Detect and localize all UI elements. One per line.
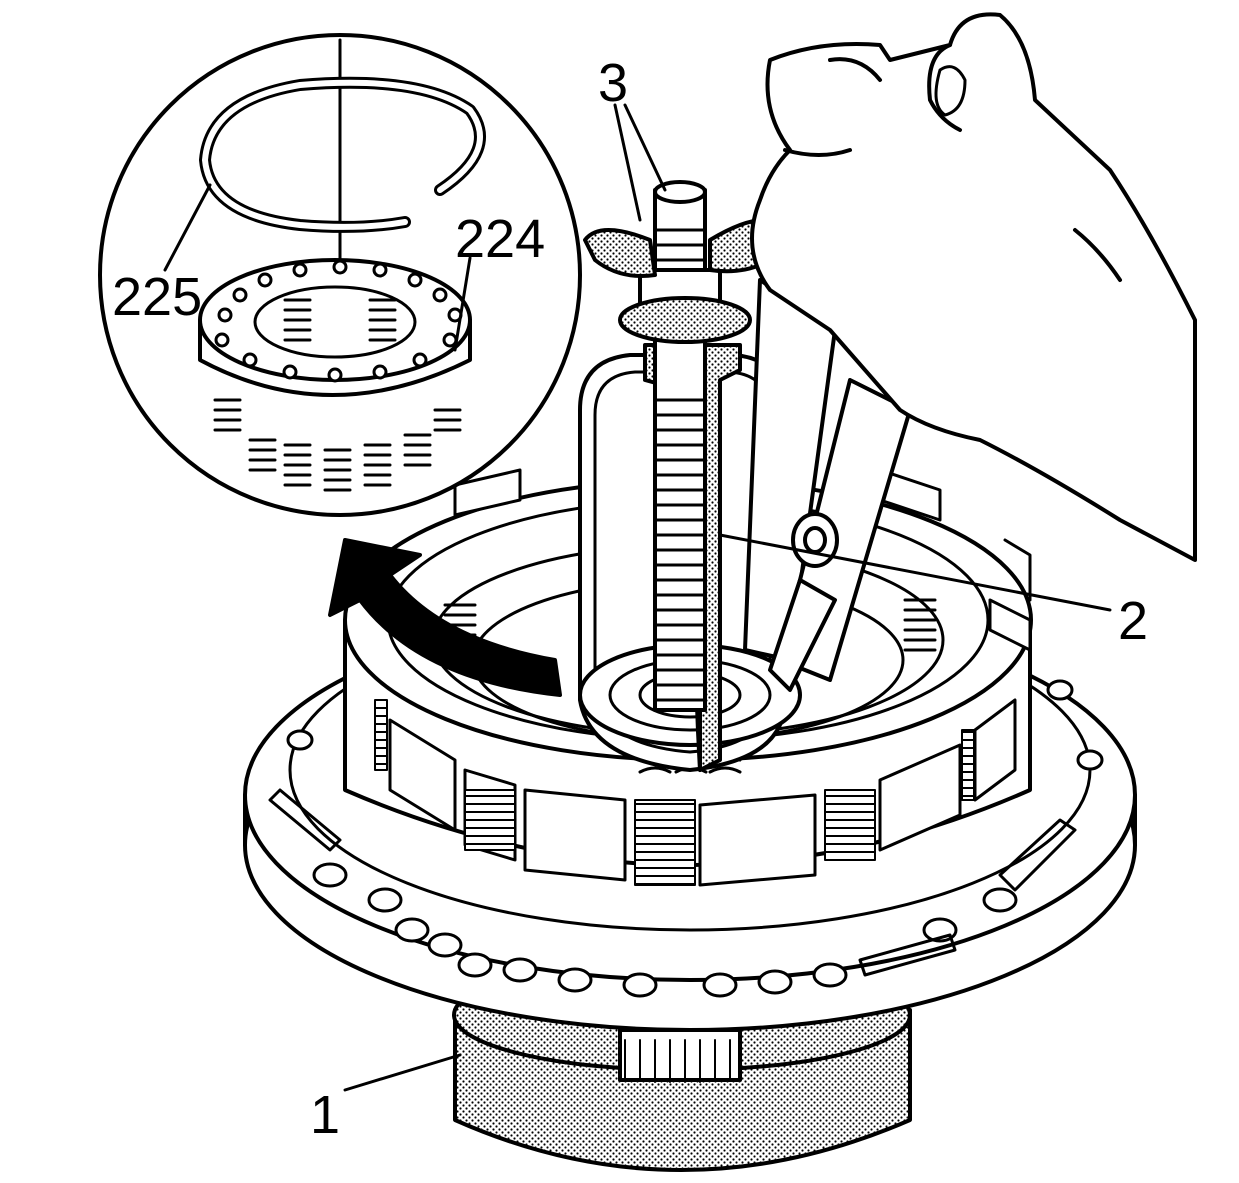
callout-2: 2 bbox=[1118, 591, 1149, 651]
callout-1: 1 bbox=[310, 1085, 341, 1145]
removal-arrow bbox=[328, 538, 562, 697]
detail-inset bbox=[98, 33, 582, 517]
callout-224: 224 bbox=[455, 209, 546, 269]
callout-225: 225 bbox=[112, 267, 203, 327]
technician-hand bbox=[750, 12, 1197, 562]
callout-3: 3 bbox=[598, 53, 629, 113]
snap-ring-pliers bbox=[743, 278, 912, 692]
spring-compressor-tool bbox=[578, 180, 802, 772]
leader-lines bbox=[163, 103, 1112, 1092]
